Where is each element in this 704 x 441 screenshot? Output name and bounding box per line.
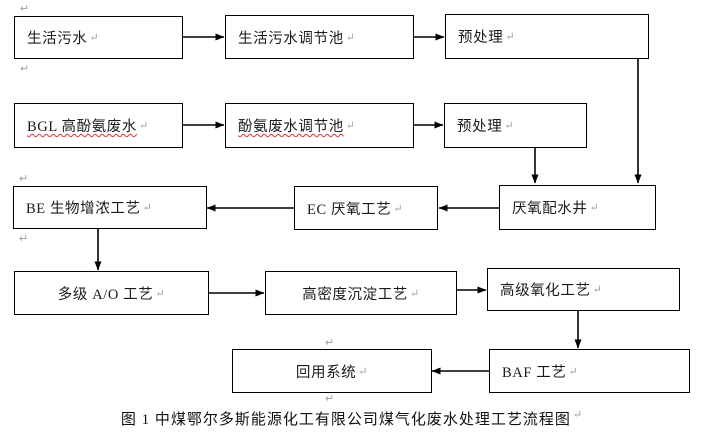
node-reuse-system[interactable]: 回用系统↵: [232, 349, 432, 393]
node-baf-process[interactable]: BAF 工艺↵: [489, 349, 690, 393]
paragraph-mark-icon: ↵: [504, 120, 515, 132]
node-anaerobic-water-well[interactable]: 厌氧配水井↵: [499, 185, 656, 230]
paragraph-mark-icon: ↵: [155, 287, 166, 300]
figure-caption: 图 1 中煤鄂尔多斯能源化工有限公司煤气化废水处理工艺流程图↵: [0, 408, 704, 429]
node-domestic-sewage-label: 生活污水: [27, 31, 88, 47]
node-ec-anaerobic[interactable]: EC 厌氧工艺↵: [294, 186, 438, 230]
node-multistage-ao[interactable]: 多级 A/O 工艺↵: [14, 271, 209, 315]
node-advanced-oxidation-label: 高级氧化工艺: [500, 283, 591, 299]
paragraph-mark-icon: ↵: [393, 202, 404, 215]
figure-caption-text: 图 1 中煤鄂尔多斯能源化工有限公司煤气化废水处理工艺流程图: [120, 412, 571, 428]
node-multistage-ao-label: 多级 A/O 工艺: [57, 286, 154, 303]
node-pretreatment-1[interactable]: 预处理↵: [445, 14, 649, 59]
node-pretreatment-1-label: 预处理: [458, 30, 504, 46]
node-domestic-sewage-tank[interactable]: 生活污水调节池↵: [225, 15, 414, 59]
node-pretreatment-2[interactable]: 预处理↵: [444, 103, 587, 148]
paragraph-mark-icon: ↵: [592, 284, 603, 296]
paragraph-mark-icon: ↵: [345, 120, 356, 132]
node-phenol-ammonia-tank[interactable]: 酚氨废水调节池↵: [225, 103, 414, 148]
node-high-density-settling-label: 高密度沉淀工艺: [302, 286, 408, 303]
paragraph-mark-icon: ↵: [139, 120, 149, 132]
paragraph-mark-icon: ↵: [572, 409, 584, 421]
paragraph-mark-icon: ↵: [358, 365, 369, 378]
node-domestic-sewage-tank-label: 生活污水调节池: [238, 30, 344, 47]
paragraph-mark-icon-above-reuse: ↵: [325, 337, 335, 349]
paragraph-mark-icon-above-be: ↵: [19, 173, 29, 185]
node-bgl-phenol-ammonia-water[interactable]: BGL 高酚氨废水↵: [14, 103, 183, 148]
node-anaerobic-water-well-label: 厌氧配水井: [512, 201, 588, 217]
paragraph-mark-icon: ↵: [142, 202, 153, 214]
paragraph-mark-icon: ↵: [345, 31, 356, 44]
node-baf-process-label: BAF 工艺: [502, 364, 567, 381]
node-pretreatment-2-label: 预处理: [457, 119, 503, 135]
node-advanced-oxidation[interactable]: 高级氧化工艺↵: [487, 268, 680, 311]
paragraph-mark-icon: ↵: [409, 287, 420, 300]
node-high-density-settling[interactable]: 高密度沉淀工艺↵: [265, 271, 457, 315]
paragraph-mark-icon-top-left: ↵: [20, 3, 30, 15]
paragraph-mark-icon-below-be: ↵: [19, 233, 29, 245]
node-bgl-phenol-ammonia-water-label: BGL 高酚氨废水: [27, 119, 137, 135]
node-be-bio-enrichment-label: BE 生物增浓工艺: [26, 201, 141, 217]
node-be-bio-enrichment[interactable]: BE 生物增浓工艺↵: [13, 186, 207, 229]
node-domestic-sewage[interactable]: 生活污水↵: [14, 16, 183, 59]
node-ec-anaerobic-label: EC 厌氧工艺: [307, 201, 392, 218]
paragraph-mark-icon: ↵: [505, 31, 516, 43]
paragraph-mark-icon-below-box1: ↵: [20, 63, 30, 75]
paragraph-mark-icon: ↵: [589, 202, 600, 214]
paragraph-mark-icon: ↵: [568, 365, 579, 378]
node-phenol-ammonia-tank-label: 酚氨废水调节池: [238, 119, 344, 135]
paragraph-mark-icon: ↵: [89, 32, 100, 44]
paragraph-mark-icon-below-reuse: ↵: [325, 393, 335, 405]
node-reuse-system-label: 回用系统: [295, 364, 357, 381]
